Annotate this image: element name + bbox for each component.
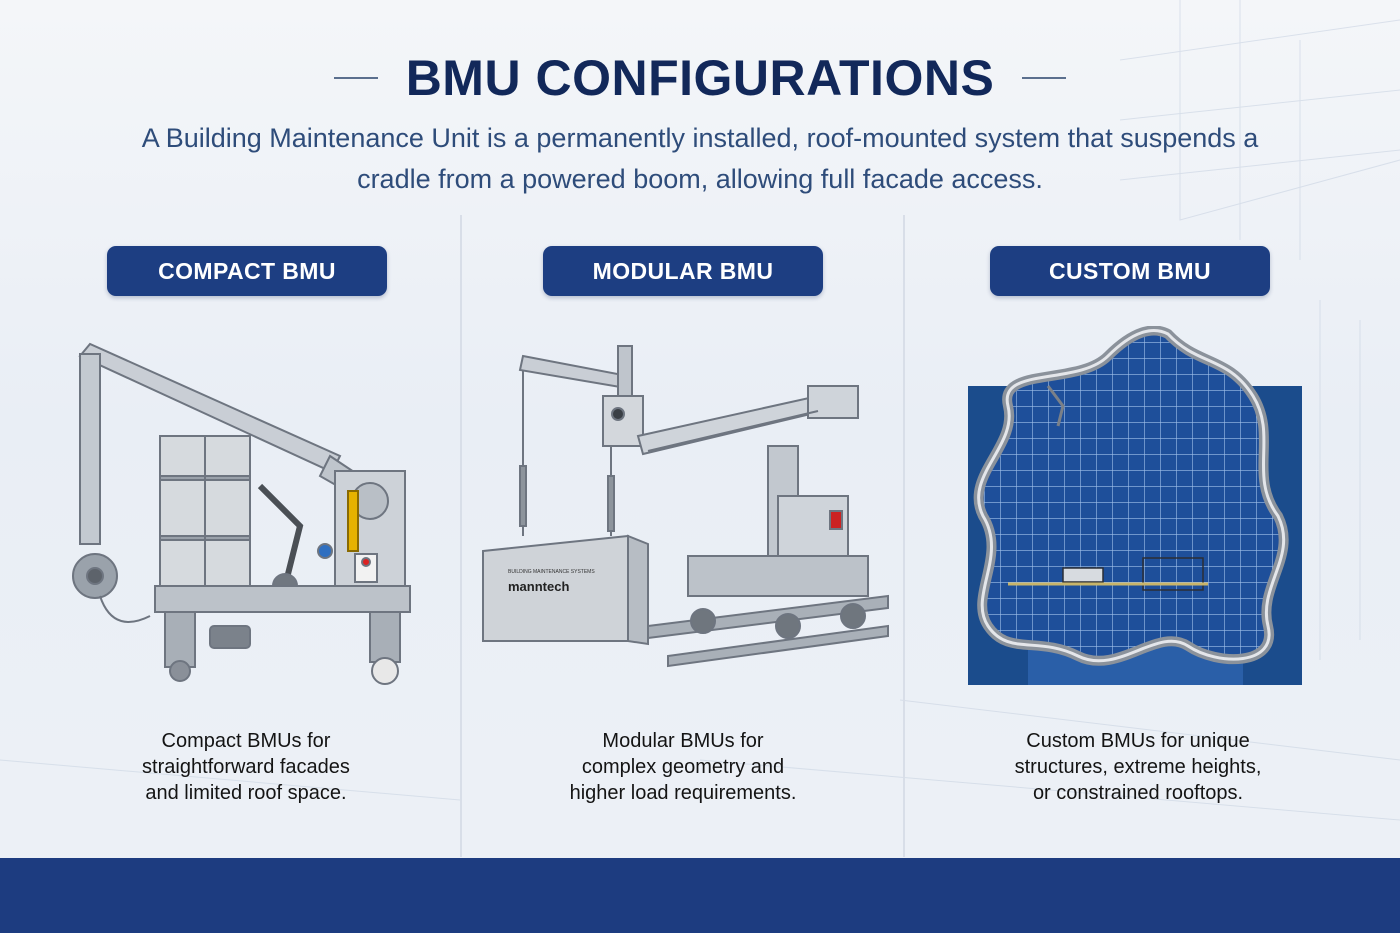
title-row: BMU CONFIGURATIONS <box>0 48 1400 108</box>
column-compact-bmu: COMPACT BMU <box>20 246 460 846</box>
custom-bmu-building-icon <box>968 326 1302 685</box>
compact-bmu-label: COMPACT BMU <box>107 246 387 296</box>
cradle-brand: manntech <box>508 579 569 594</box>
footer-bar <box>0 858 1400 933</box>
page-subtitle: A Building Maintenance Unit is a permane… <box>141 123 1259 194</box>
column-custom-bmu: CUSTOM BMU Custom BMUs for unique struct… <box>906 246 1346 846</box>
modular-bmu-description: Modular BMUs for complex geometry and hi… <box>569 730 797 804</box>
modular-bmu-label: MODULAR BMU <box>543 246 823 296</box>
compact-bmu-description: Compact BMUs for straightforward facades… <box>142 730 350 804</box>
column-modular-bmu: MODULAR BMU <box>463 246 903 846</box>
title-dash-right <box>1022 77 1067 79</box>
column-divider-left <box>460 215 462 857</box>
column-divider-right <box>903 215 905 857</box>
cradle-tagline: BUILDING MAINTENANCE SYSTEMS <box>508 569 595 575</box>
custom-bmu-label: CUSTOM BMU <box>990 246 1270 296</box>
compact-bmu-machine-icon <box>72 342 411 685</box>
page-title: BMU CONFIGURATIONS <box>405 50 995 106</box>
title-dash-left <box>333 77 378 79</box>
modular-bmu-machine-icon: BUILDING MAINTENANCE SYSTEMS manntech <box>482 345 889 668</box>
custom-bmu-description: Custom BMUs for unique structures, extre… <box>1014 730 1262 804</box>
